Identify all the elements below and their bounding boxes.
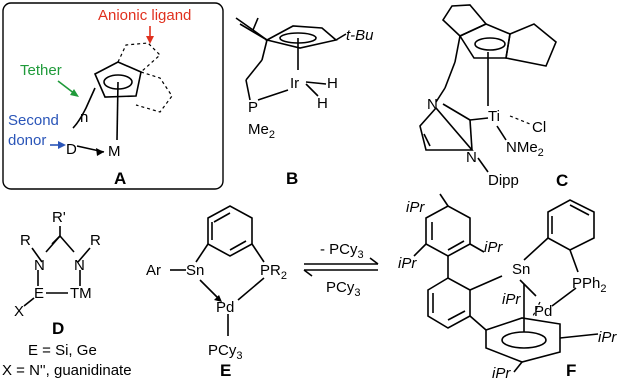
tether-label: Tether [20, 62, 62, 79]
panel-d-structure [23, 226, 91, 307]
iridium-label: Ir [290, 75, 299, 92]
anionic-ligand-label: Anionic ligand [98, 7, 191, 24]
compound-id-d: D [52, 319, 64, 338]
d-legend-line1: E = Si, Ge [28, 342, 97, 359]
f-ipr-3-label: iPr [398, 255, 417, 272]
panel-a-frame [2, 2, 224, 190]
f-ipr-1-label: iPr [406, 199, 425, 216]
arrow-bottom-label: PCy3 [326, 279, 360, 299]
tbu-label: t-Bu [346, 27, 374, 44]
tether-n-label: n [80, 109, 88, 126]
nitrogen-2-label: N [466, 149, 477, 166]
panel-f-structure [413, 193, 599, 373]
e-pcy3-label: PCy3 [208, 342, 242, 362]
phosphorus-label: P [248, 99, 258, 116]
arrow-top-label: - PCy3 [320, 241, 364, 261]
compound-id-a: A [114, 169, 126, 188]
cl-label: Cl [532, 119, 546, 136]
panel-e-structure [170, 205, 265, 336]
dipp-label: Dipp [488, 172, 519, 189]
e-pr2-label: PR2 [260, 262, 287, 282]
d-x-label: X [14, 303, 24, 320]
d-r1-label: R [20, 232, 31, 249]
second-donor-label-line2: donor [8, 132, 46, 149]
e-pd-label: Pd [216, 299, 234, 316]
d-n2-label: N [74, 257, 85, 274]
panel-b-structure [235, 17, 347, 101]
compound-id-b: B [286, 169, 298, 188]
pme2-label: Me2 [248, 121, 275, 141]
compound-id-c: C [556, 171, 568, 190]
d-r-prime-label: R' [52, 209, 66, 226]
panel-c-structure [419, 4, 557, 173]
d-n1-label: N [34, 257, 45, 274]
e-ar-label: Ar [146, 262, 161, 279]
hydride-2-label: H [317, 95, 328, 112]
panel-a-structure [50, 26, 173, 156]
compound-id-e: E [220, 361, 231, 379]
equilibrium-arrows [303, 257, 379, 277]
d-legend-line2: X = N'', guanidinate [2, 362, 132, 379]
nitrogen-1-label: N [427, 96, 438, 113]
d-r2-label: R [90, 232, 101, 249]
f-sn-label: Sn [512, 261, 530, 278]
f-ipr-6-label: iPr [492, 365, 511, 379]
f-pph2-label: PPh2 [572, 275, 606, 295]
donor-atom-label: D [66, 141, 77, 158]
f-pd-label: Pd [534, 303, 552, 320]
d-e-label: E [34, 285, 44, 302]
f-ipr-4-label: iPr [502, 291, 521, 308]
second-donor-label-line1: Second [8, 112, 59, 129]
hydride-1-label: H [327, 75, 338, 92]
nme2-label: NMe2 [506, 139, 544, 159]
e-sn-label: Sn [186, 262, 204, 279]
d-tm-label: TM [70, 285, 92, 302]
compound-id-f: F [566, 361, 576, 379]
ti-label: Ti [488, 108, 500, 125]
metal-atom-label: M [108, 143, 121, 160]
f-ipr-5-label: iPr [598, 329, 617, 346]
f-ipr-2-label: iPr [484, 239, 503, 256]
